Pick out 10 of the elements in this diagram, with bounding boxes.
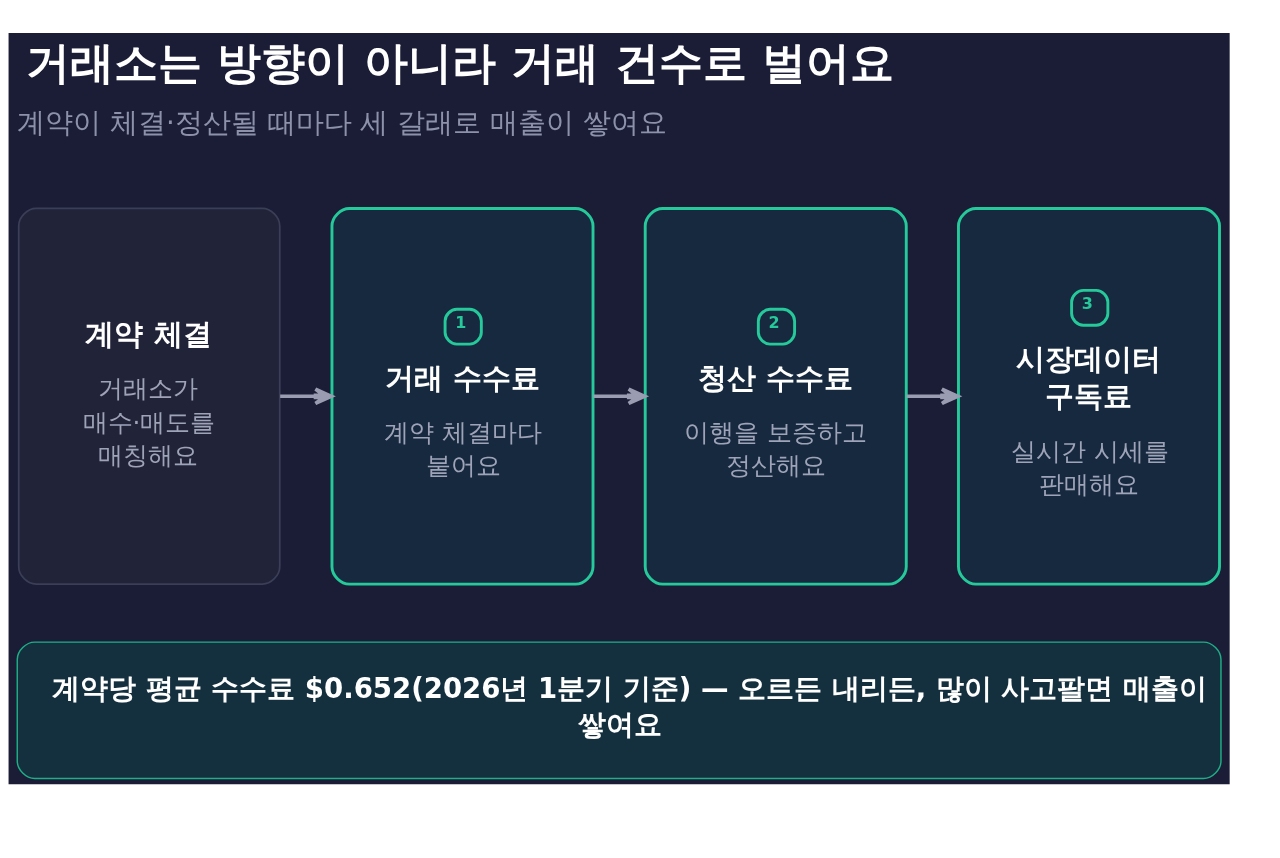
label: 계약이 체결·정산될 때마다 세 갈래로 매출이 쌓여요	[17, 105, 667, 138]
diagram-title: 거래소는 방향이 아니라 거래 건수로 벌어요	[25, 37, 894, 88]
node-box: 1 거래 수수료 계약 체결마다 붙어요	[330, 206, 595, 586]
node-box: 3 시장데이터 구독료 실시간 시세를 판매해요	[957, 206, 1221, 586]
node-box: 계약 체결 거래소가 매수·매도를 매칭해요	[17, 207, 281, 585]
arrow	[280, 386, 334, 405]
node-box: 계약당 평균 수수료 $0.652(2026년 1분기 기준) — 오르든 내리든, 많이 사고팔면 매출이 쌓여요	[16, 640, 1222, 779]
arrow	[593, 386, 647, 405]
node-box: 2 청산 수수료 이행을 보증하고 정산해요	[643, 206, 908, 586]
arrow	[906, 386, 960, 405]
